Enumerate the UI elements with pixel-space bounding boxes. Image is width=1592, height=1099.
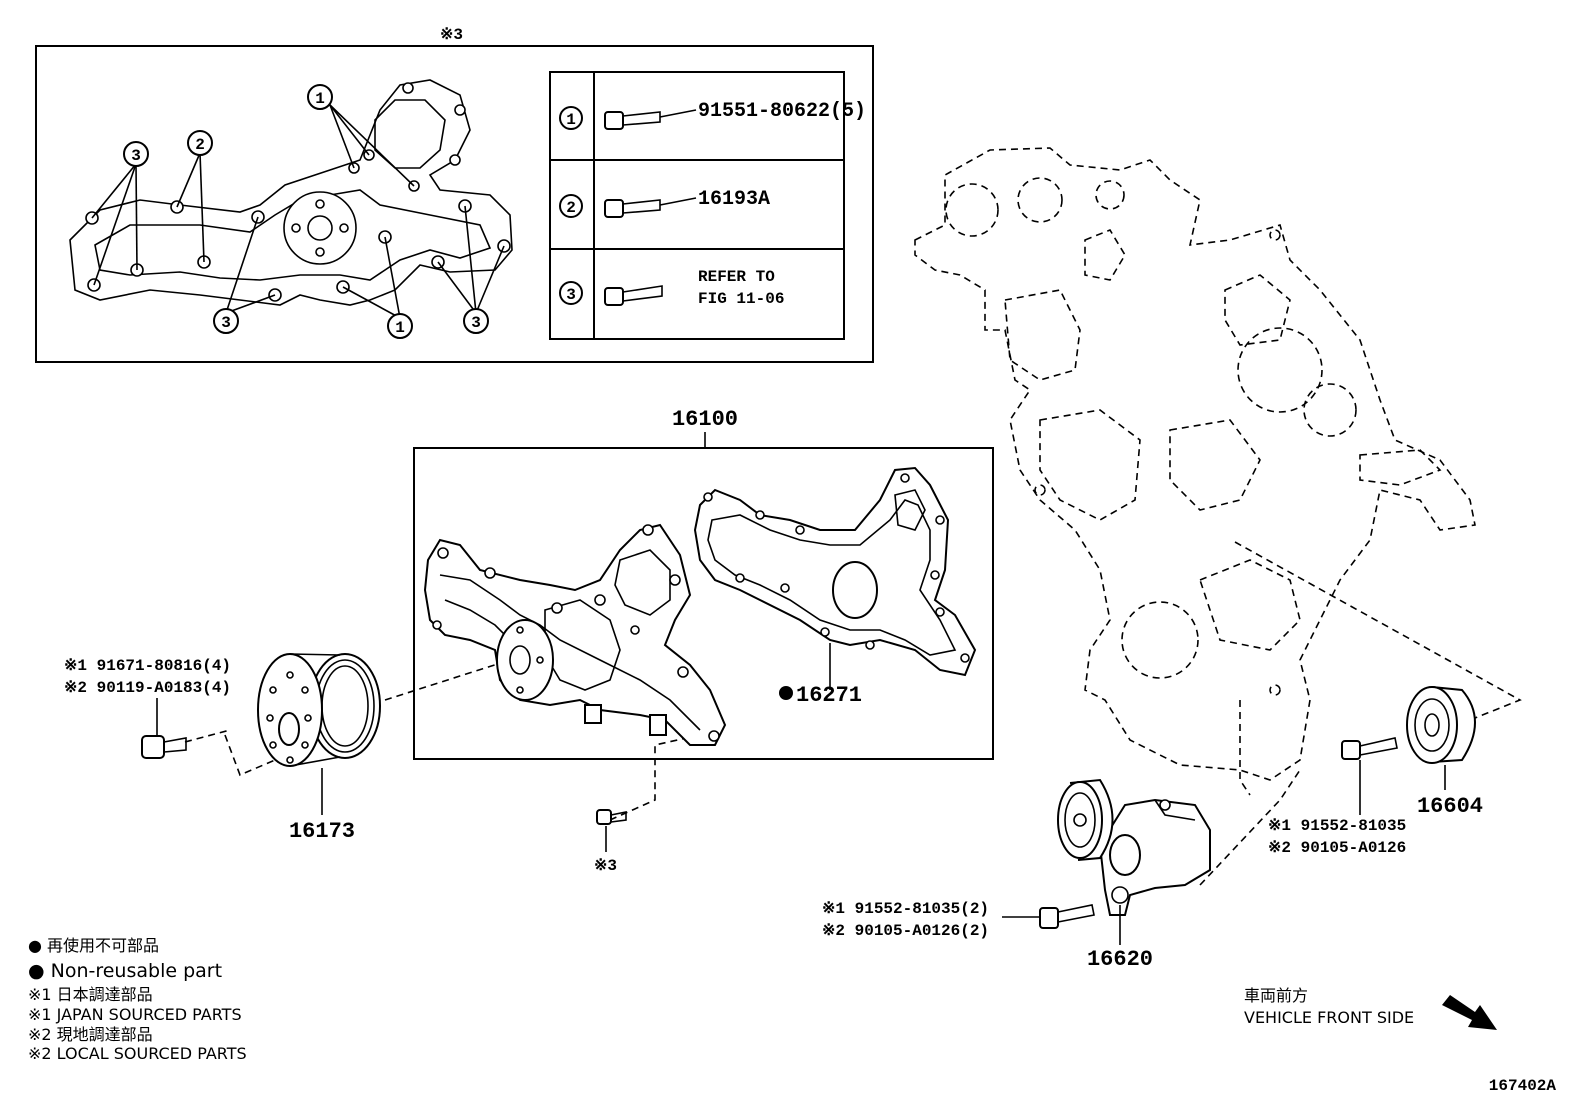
- part-number-16620: 16620: [1087, 947, 1153, 972]
- tensioner-16620: 16620: [1057, 778, 1211, 972]
- legend-nonreusable-jp: ● 再使用不可部品: [28, 936, 159, 955]
- bolt-icon: [604, 197, 697, 218]
- bolt-table-row-3: 3 REFER TO FIG 11-06: [559, 268, 784, 308]
- svg-text:3: 3: [566, 286, 576, 304]
- callout-1-bottom: 1: [387, 313, 413, 339]
- callout-1-top: 1: [307, 84, 333, 110]
- bolt-table-row-1: 1 91551-80622(5): [559, 100, 866, 130]
- legend-local-sourced-jp: ※2 現地調達部品: [28, 1025, 153, 1044]
- pulley-bolt-label-line2: ※2 90119-A0183(4): [64, 679, 231, 697]
- svg-text:2: 2: [566, 199, 576, 217]
- non-reusable-dot-icon: [779, 686, 793, 700]
- bolt-icon: [604, 285, 663, 306]
- legend: ● 再使用不可部品 ● Non-reusable part ※1 日本調達部品 …: [28, 936, 247, 1063]
- assembly-guide-lines: [184, 541, 1522, 886]
- svg-text:3: 3: [221, 314, 231, 332]
- svg-text:1: 1: [315, 90, 325, 108]
- inset-top-label: ※3: [440, 26, 463, 44]
- pump-bolt-ref3: ※3: [594, 809, 627, 875]
- callout-3-bottom-left: 3: [213, 308, 239, 334]
- bolt-icon: [1039, 907, 1059, 929]
- front-arrow-icon: [1442, 995, 1497, 1030]
- vehicle-front-en: VEHICLE FRONT SIDE: [1244, 1008, 1414, 1027]
- svg-text:3: 3: [131, 147, 141, 165]
- figure-id: 167402A: [1489, 1077, 1557, 1095]
- legend-nonreusable-en: ● Non-reusable part: [28, 960, 222, 982]
- tensioner-bolt: ※1 91552-81035(2) ※2 90105-A0126(2): [822, 900, 1095, 940]
- svg-text:REFER TO: REFER TO: [698, 268, 775, 286]
- idler-pulley-16604: 16604: [1406, 686, 1483, 819]
- legend-local-sourced-en: ※2 LOCAL SOURCED PARTS: [28, 1044, 247, 1063]
- pulley-bolt-label-line1: ※1 91671-80816(4): [64, 657, 231, 675]
- gasket-label: 16271: [779, 683, 862, 708]
- vehicle-front-jp: 車両前方: [1244, 986, 1308, 1005]
- bolt-icon: [141, 735, 165, 759]
- tensioner-bolt-label-line1: ※1 91552-81035(2): [822, 900, 989, 918]
- svg-text:16193A: 16193A: [698, 188, 770, 211]
- pump-bolt-ref-label: ※3: [594, 857, 617, 875]
- svg-text:2: 2: [195, 136, 205, 154]
- water-pump-assy-frame: [413, 447, 994, 760]
- bolt-location-inset: ※3: [35, 26, 874, 363]
- vehicle-front-indicator: 車両前方 VEHICLE FRONT SIDE: [1244, 986, 1497, 1030]
- inset-callout-leaders: [91, 104, 505, 319]
- water-pump-body: [423, 523, 727, 746]
- pulley-bolt: ※1 91671-80816(4) ※2 90119-A0183(4): [64, 657, 231, 759]
- bolt-icon: [1341, 740, 1361, 760]
- water-pump-assembly-group: 16100: [413, 407, 994, 760]
- idler-bolt: ※1 91552-81035 ※2 90105-A0126: [1268, 737, 1406, 857]
- gasket-16271: [693, 466, 977, 690]
- inset-frame: [35, 45, 874, 363]
- idler-bolt-label-line2: ※2 90105-A0126: [1268, 839, 1406, 857]
- idler-bolt-label-line1: ※1 91552-81035: [1268, 817, 1406, 835]
- pulley-16173: 16173: [224, 653, 381, 844]
- part-number-16100: 16100: [672, 407, 738, 432]
- callout-3-left: 3: [123, 141, 149, 167]
- inset-pump-outline: [69, 79, 513, 306]
- legend-japan-sourced-jp: ※1 日本調達部品: [28, 985, 153, 1004]
- bolt-table: 1 91551-80622(5) 2 16193A: [549, 71, 866, 340]
- part-number-16604: 16604: [1417, 794, 1483, 819]
- svg-text:3: 3: [471, 314, 481, 332]
- timing-cover-dashed-outline: [914, 147, 1476, 781]
- svg-text:1: 1: [566, 111, 576, 129]
- part-number-16173: 16173: [289, 819, 355, 844]
- callout-3-bottom-right: 3: [463, 308, 489, 334]
- tensioner-bolt-label-line2: ※2 90105-A0126(2): [822, 922, 989, 940]
- part-number-16271: 16271: [796, 683, 862, 708]
- svg-text:1: 1: [395, 319, 405, 337]
- svg-text:91551-80622(5): 91551-80622(5): [698, 100, 866, 123]
- bolt-icon: [604, 109, 697, 130]
- callout-2: 2: [187, 130, 213, 156]
- svg-text:FIG 11-06: FIG 11-06: [698, 290, 784, 308]
- legend-japan-sourced-en: ※1 JAPAN SOURCED PARTS: [28, 1005, 242, 1024]
- bolt-table-row-2: 2 16193A: [559, 188, 770, 218]
